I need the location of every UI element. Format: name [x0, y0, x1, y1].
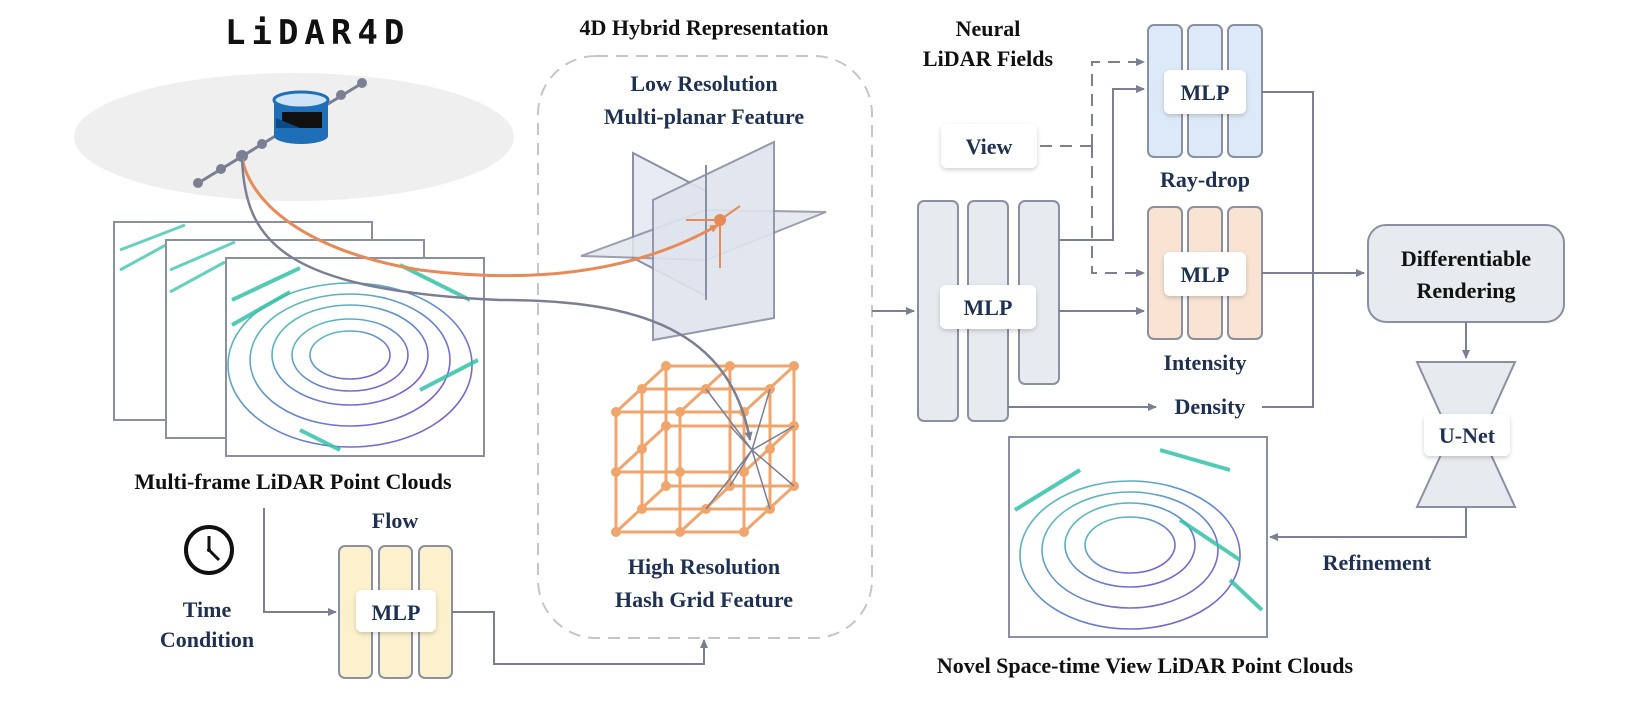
- hash-grid-sample-lines: [705, 388, 795, 510]
- nlf-title-line2: LiDAR Fields: [923, 46, 1054, 71]
- hybrid-container: [537, 55, 873, 639]
- output-point-cloud: [1008, 436, 1268, 638]
- differentiable-rendering-box: Differentiable Rendering: [1367, 224, 1565, 323]
- nlf-title-line1: Neural: [956, 16, 1021, 41]
- sensor-scene: [74, 73, 514, 201]
- unet-label: U-Net: [1439, 423, 1496, 448]
- view-label: View: [966, 134, 1013, 159]
- intensity-mlp-block: MLP: [1147, 206, 1263, 340]
- flow-mlp-label: MLP: [372, 600, 421, 625]
- unet-block: U-Net: [1415, 361, 1517, 508]
- main-mlp-block: MLP: [917, 200, 1060, 422]
- refinement-arrow: [1269, 507, 1467, 541]
- high-res-label-line1: High Resolution: [628, 554, 780, 579]
- high-res-label-line2: Hash Grid Feature: [615, 587, 793, 612]
- planar-sample-point: [686, 205, 741, 268]
- low-res-label-line2: Multi-planar Feature: [604, 104, 804, 129]
- raydrop-mlp-label: MLP: [1181, 80, 1230, 105]
- intensity-mlp-label: MLP: [1181, 262, 1230, 287]
- frame-front: [225, 257, 485, 457]
- density-label: Density: [1175, 394, 1246, 419]
- raydrop-label: Ray-drop: [1160, 167, 1250, 192]
- lidar-sensor-icon: [272, 90, 330, 144]
- time-label-line2: Condition: [160, 627, 254, 652]
- hybrid-title: 4D Hybrid Representation: [580, 15, 829, 40]
- time-to-flow-arrow: [263, 508, 337, 616]
- main-mlp-label: MLP: [964, 295, 1013, 320]
- view-input: View: [941, 124, 1037, 168]
- time-label-line1: Time: [183, 597, 232, 622]
- orange-query-arrow: [240, 157, 719, 278]
- rendering-label-line1: Differentiable: [1401, 246, 1532, 271]
- view-to-intensity-arrow: [1091, 146, 1145, 277]
- flow-title: Flow: [372, 508, 419, 533]
- rendering-label-line2: Rendering: [1417, 278, 1516, 303]
- raydrop-mlp-block: MLP: [1147, 24, 1263, 158]
- trajectory-points: [193, 78, 367, 188]
- mlp-to-raydrop-arrow: [1059, 85, 1145, 241]
- view-to-raydrop-arrow: [1091, 58, 1145, 146]
- output-caption: Novel Space-time View LiDAR Point Clouds: [937, 653, 1354, 678]
- flow-to-hybrid-arrow: [452, 611, 708, 665]
- low-res-label-line1: Low Resolution: [630, 71, 777, 96]
- intensity-label: Intensity: [1163, 350, 1246, 375]
- input-point-clouds: [113, 221, 485, 457]
- raydrop-density-merge-line: [1262, 91, 1314, 408]
- input-caption: Multi-frame LiDAR Point Clouds: [134, 469, 452, 494]
- refinement-label: Refinement: [1323, 550, 1432, 575]
- logo: LiDAR4D: [225, 13, 410, 53]
- multi-planar-feature-icon: [580, 140, 827, 342]
- flow-mlp-block: MLP: [338, 545, 453, 679]
- hash-grid-feature-icon: [611, 361, 799, 537]
- clock-icon: [184, 525, 234, 575]
- gray-query-arrow: [240, 157, 753, 441]
